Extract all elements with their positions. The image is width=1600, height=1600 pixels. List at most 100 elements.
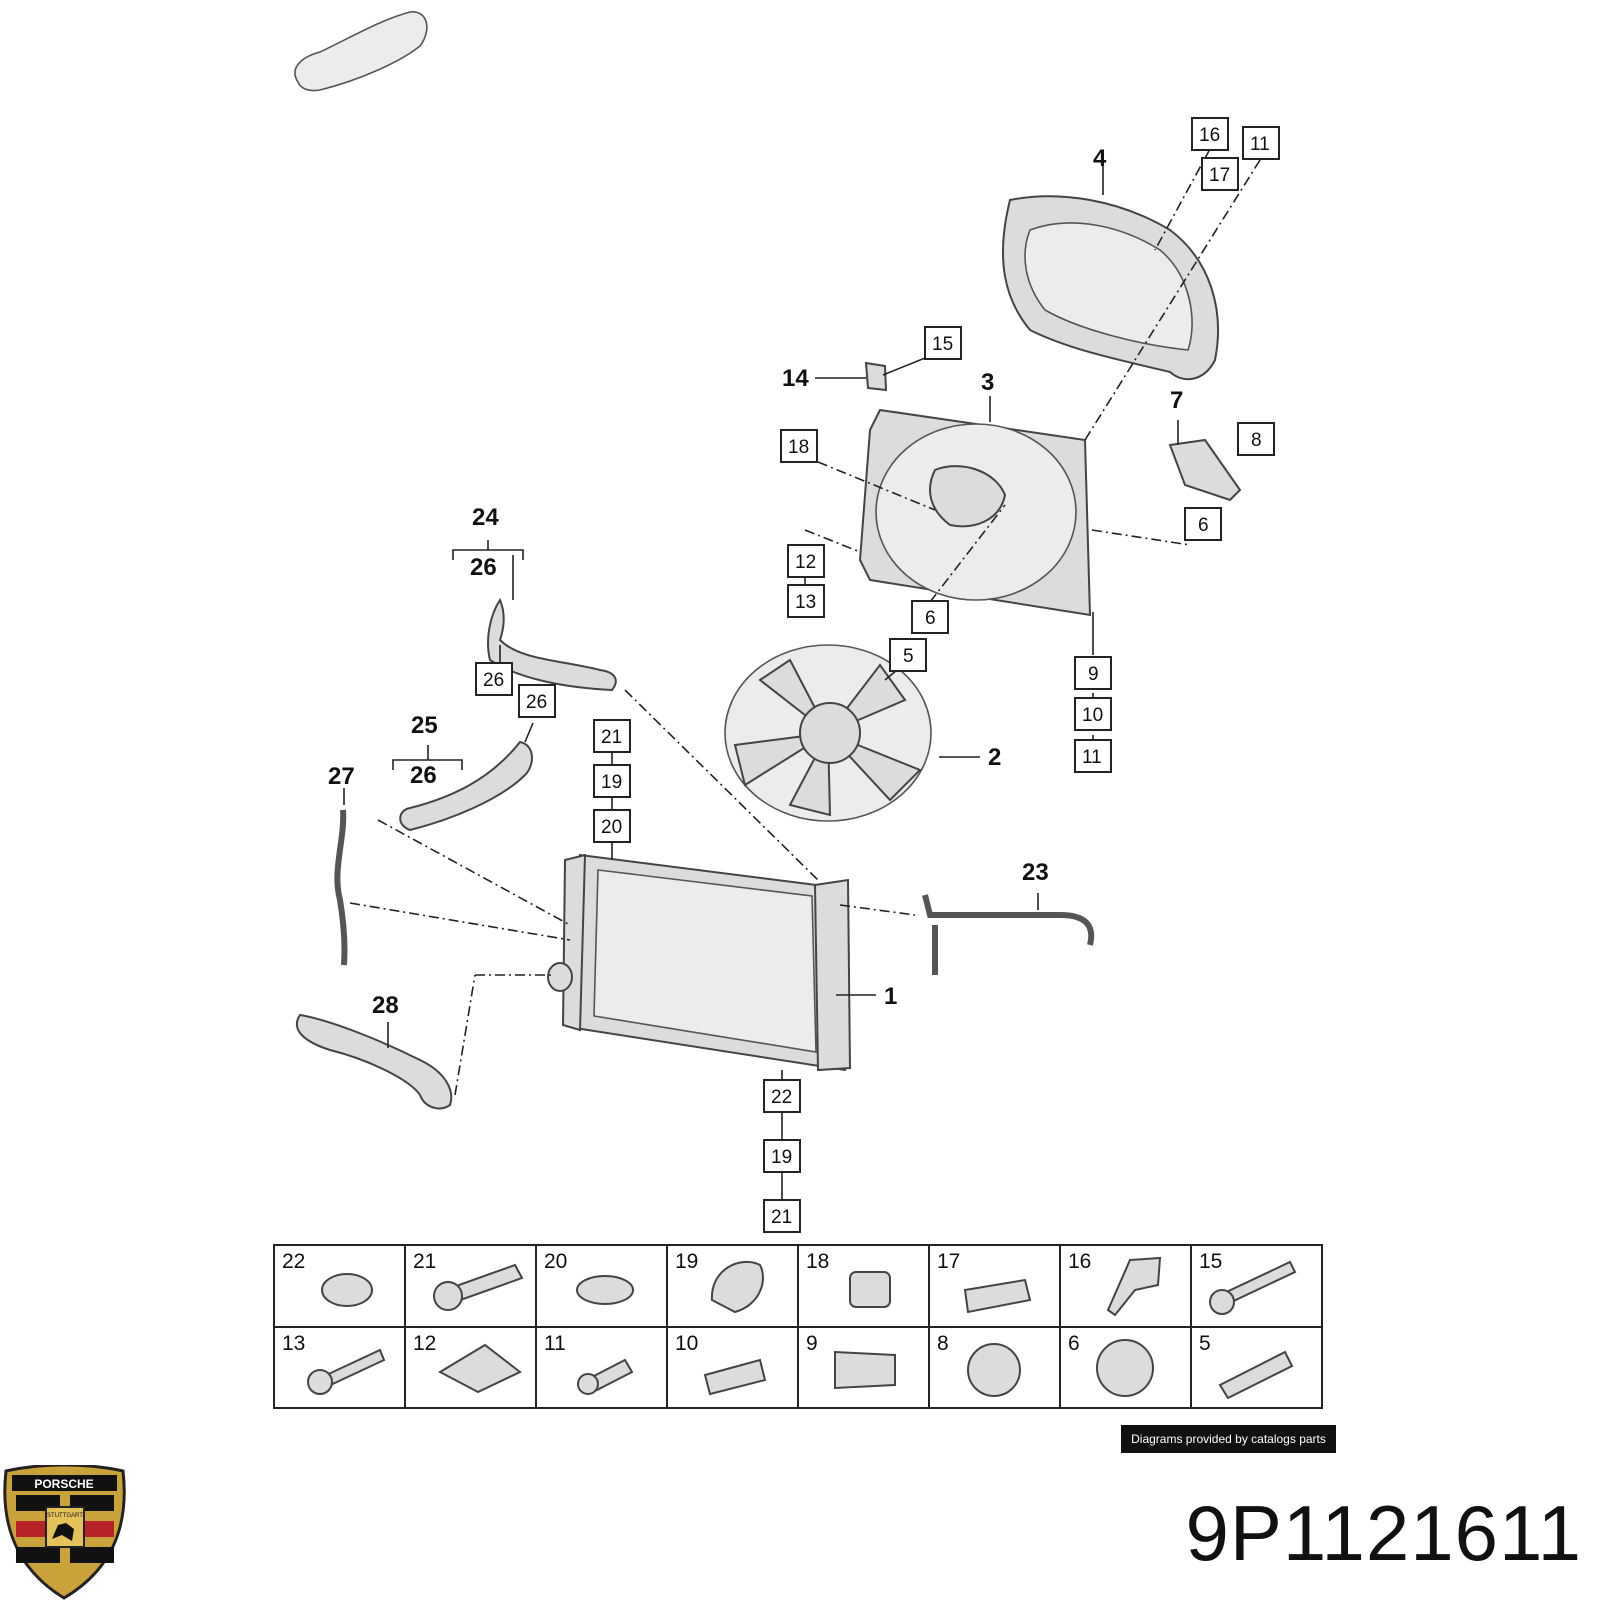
car-silhouette-icon: [294, 11, 428, 92]
hose-25: [399, 740, 533, 832]
bracket-14: [864, 361, 888, 392]
svg-text:18: 18: [788, 437, 809, 458]
svg-text:11: 11: [1082, 747, 1102, 768]
box-22: 22: [763, 1079, 801, 1113]
svg-text:8: 8: [1251, 430, 1262, 451]
parts-table-row-2: 13 12 11 10 9 8 6 5: [282, 1332, 1211, 1355]
hose-24: [487, 597, 617, 692]
callout-24: 24: [472, 504, 499, 531]
box-6-right: 6: [1184, 507, 1222, 541]
svg-text:19: 19: [601, 772, 622, 793]
callout-24-26: 26: [470, 554, 497, 581]
box-11-bottom: 11: [1074, 739, 1112, 773]
svg-text:21: 21: [771, 1207, 792, 1228]
callout-7: 7: [1170, 387, 1183, 414]
svg-text:26: 26: [483, 670, 504, 691]
part-thumbnails: [307, 1256, 1297, 1400]
svg-text:21: 21: [601, 727, 622, 748]
box-21-bottom: 21: [763, 1199, 801, 1233]
fan-shroud-4: [1001, 195, 1219, 381]
bracket-9-icon: [834, 1350, 896, 1390]
clip-17-icon: [963, 1278, 1032, 1314]
nut-8-icon: [967, 1343, 1021, 1397]
callout-1: 1: [884, 983, 897, 1010]
credit-banner: Diagrams provided by catalogs parts: [1121, 1425, 1336, 1453]
svg-text:16: 16: [1199, 125, 1220, 146]
svg-text:22: 22: [771, 1087, 792, 1108]
box-13: 13: [787, 584, 825, 618]
svg-text:11: 11: [1250, 134, 1270, 155]
callout-numbers: 4 3 14 7 24 26 2 25 26 27 23 1 28: [328, 145, 1183, 1019]
table-cell-number: 10: [675, 1332, 698, 1355]
table-cell-number: 20: [544, 1250, 567, 1273]
box-26-lower: 26: [518, 684, 556, 718]
box-5: 5: [889, 638, 927, 672]
box-9: 9: [1074, 656, 1112, 690]
svg-text:PORSCHE: PORSCHE: [34, 1477, 93, 1491]
callout-25: 25: [411, 712, 438, 739]
nut-22-icon: [321, 1273, 373, 1307]
callout-4: 4: [1093, 145, 1107, 172]
pipe-23: [922, 894, 1095, 975]
svg-text:5: 5: [903, 646, 914, 667]
svg-text:12: 12: [795, 552, 816, 573]
table-cell-number: 16: [1068, 1250, 1091, 1273]
box-6-mid: 6: [911, 600, 949, 634]
cooling-fan-2: [724, 644, 932, 822]
bracket-16-icon: [1106, 1256, 1162, 1317]
sleeve-5-icon: [1218, 1350, 1294, 1400]
clip-10-icon: [703, 1358, 767, 1396]
parts-table-grid: [404, 1245, 1192, 1408]
parts-table: 22 21 20 19 18 17 16 15 13 12 11 10 9 8 …: [273, 1244, 1323, 1409]
svg-text:10: 10: [1082, 705, 1103, 726]
table-cell-number: 17: [937, 1250, 960, 1273]
table-cell-number: 9: [806, 1332, 818, 1355]
box-15: 15: [924, 326, 962, 360]
part-number: 9P1121611: [1185, 1489, 1582, 1577]
table-cell-number: 19: [675, 1250, 698, 1273]
svg-text:STUTTGART: STUTTGART: [47, 1513, 83, 1519]
table-cell-number: 15: [1199, 1250, 1222, 1273]
box-11-top: 11: [1242, 126, 1280, 160]
table-cell-number: 8: [937, 1332, 949, 1355]
callout-14: 14: [782, 365, 809, 392]
svg-text:19: 19: [771, 1147, 792, 1168]
svg-text:17: 17: [1209, 165, 1230, 186]
box-17: 17: [1201, 157, 1239, 191]
bracket-7: [1168, 438, 1242, 502]
box-19-top: 19: [593, 764, 631, 798]
callout-3: 3: [981, 369, 994, 396]
box-16: 16: [1191, 117, 1229, 151]
box-10: 10: [1074, 697, 1112, 731]
svg-text:9: 9: [1088, 664, 1099, 685]
grommet-6-icon: [1096, 1339, 1154, 1397]
box-26-upper: 26: [475, 662, 513, 696]
pad-18-icon: [849, 1271, 891, 1308]
cap-20-icon: [576, 1275, 634, 1305]
leader-lines: [343, 148, 1261, 1200]
table-cell-number: 18: [806, 1250, 829, 1273]
box-20: 20: [593, 809, 631, 843]
callout-28: 28: [372, 992, 399, 1019]
porsche-crest-icon: PORSCHE STUTTGART: [3, 1465, 126, 1600]
table-cell-number: 12: [413, 1332, 436, 1355]
table-cell-number: 5: [1199, 1332, 1211, 1355]
svg-text:26: 26: [526, 692, 547, 713]
box-21-top: 21: [593, 719, 631, 753]
box-18: 18: [780, 429, 818, 463]
table-cell-number: 22: [282, 1250, 305, 1273]
svg-text:13: 13: [795, 592, 816, 613]
boxed-callouts: 16 11 17 15 18 8 6 12 13 6 5 9 10 11 26 …: [475, 117, 1280, 1233]
callout-23: 23: [1022, 859, 1049, 886]
svg-text:6: 6: [1198, 515, 1209, 536]
box-12: 12: [787, 544, 825, 578]
table-cell-number: 6: [1068, 1332, 1080, 1355]
svg-text:15: 15: [932, 334, 953, 355]
table-cell-number: 21: [413, 1250, 436, 1273]
svg-text:6: 6: [925, 608, 936, 629]
clip-19-icon: [710, 1260, 764, 1314]
parts-table-row-1: 22 21 20 19 18 17 16 15: [282, 1250, 1222, 1273]
box-19-bottom: 19: [763, 1139, 801, 1173]
callout-2: 2: [988, 744, 1001, 771]
